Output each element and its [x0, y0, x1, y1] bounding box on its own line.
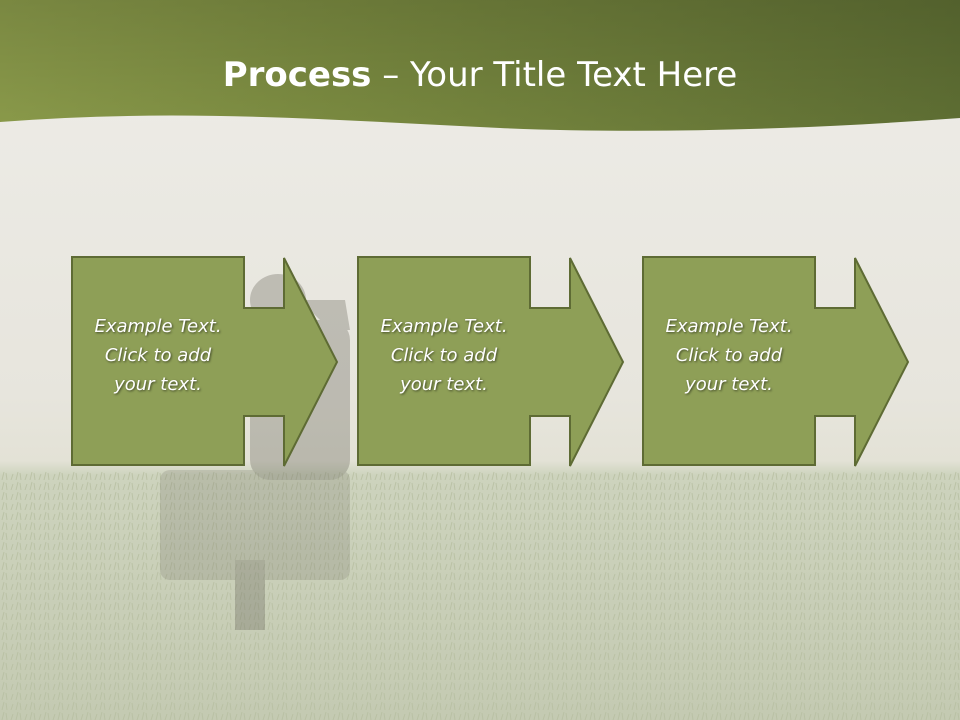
process-step-1[interactable]: Example Text. Click to add your text. [71, 256, 339, 470]
process-step-2[interactable]: Example Text. Click to add your text. [357, 256, 625, 470]
step-text[interactable]: Example Text. Click to add your text. [665, 316, 793, 395]
process-step-3[interactable]: Example Text. Click to add your text. [642, 256, 910, 470]
title-rest: – Your Title Text Here [371, 55, 738, 95]
page-title[interactable]: Process – Your Title Text Here [0, 52, 960, 98]
arrow-shape-icon [71, 256, 339, 467]
arrow-shape-icon [357, 256, 625, 467]
arrow-shape-icon [642, 256, 910, 467]
header-banner [0, 0, 960, 131]
title-bold: Process [222, 55, 372, 95]
step-text[interactable]: Example Text. Click to add your text. [380, 316, 508, 395]
step-text[interactable]: Example Text. Click to add your text. [94, 316, 222, 395]
